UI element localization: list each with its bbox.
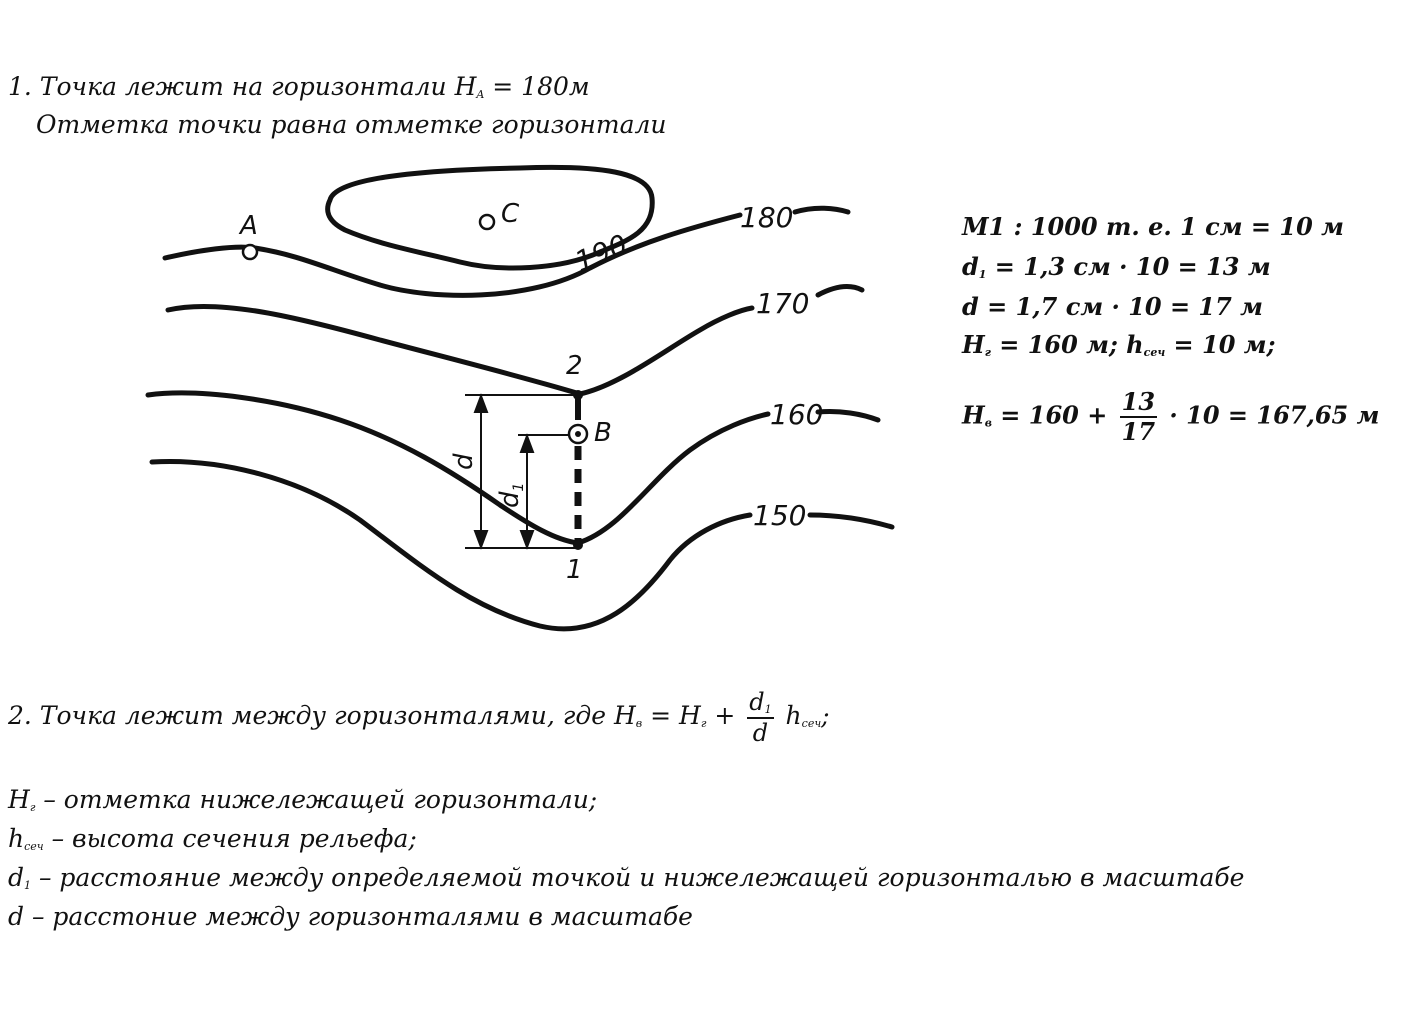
contour-label-150: 150 [753,499,806,532]
point-2-label: 2 [566,351,583,381]
calc-d: d = 1,7 см · 10 = 17 м [962,292,1263,321]
point-a-marker [241,243,259,261]
section1-line1-value: = 180м [484,72,590,101]
legend-hr: Hг – отметка нижележащей горизонтали; [8,785,598,814]
point-a-label: A [238,211,258,241]
section2-formula: 2. Точка лежит между горизонталями, где … [8,688,830,747]
contour-190 [325,164,655,271]
contour-160 [145,390,881,546]
legend-hsech: hсеч – высота сечения рельефа; [8,824,417,853]
section1-line1-text: 1. Точка лежит на горизонтали H [8,72,477,101]
point-b-label: B [594,418,612,448]
section1-line2: Отметка точки равна отметке горизонтали [36,110,667,139]
contour-label-180: 180 [740,201,793,234]
dimension-d-label: d [449,453,479,470]
calc-d1: d1 = 1,3 см · 10 = 13 м [962,252,1271,281]
point-c-label: C [501,199,520,229]
dimension-d1-label: d1 [495,483,527,508]
contour-170 [165,284,865,397]
contour-label-170: 170 [756,287,809,320]
point-c-marker [478,213,496,231]
legend-d1: d1 – расстояние между определяемой точко… [8,863,1245,892]
calc-hr-hsech: Hг = 160 м; hсеч = 10 м; [962,330,1276,359]
section1-subscript: A [476,88,485,101]
point-1-label: 1 [566,555,583,585]
calc-scale: M1 : 1000 т. е. 1 см = 10 м [962,212,1344,241]
contour-label-160: 160 [770,398,823,431]
legend-d: d – расстоние между горизонталями в масш… [8,902,693,931]
section1-line1: 1. Точка лежит на горизонтали HA = 180м [8,72,590,101]
contour-label-190: 190 [570,228,632,279]
contour-150 [149,459,895,632]
